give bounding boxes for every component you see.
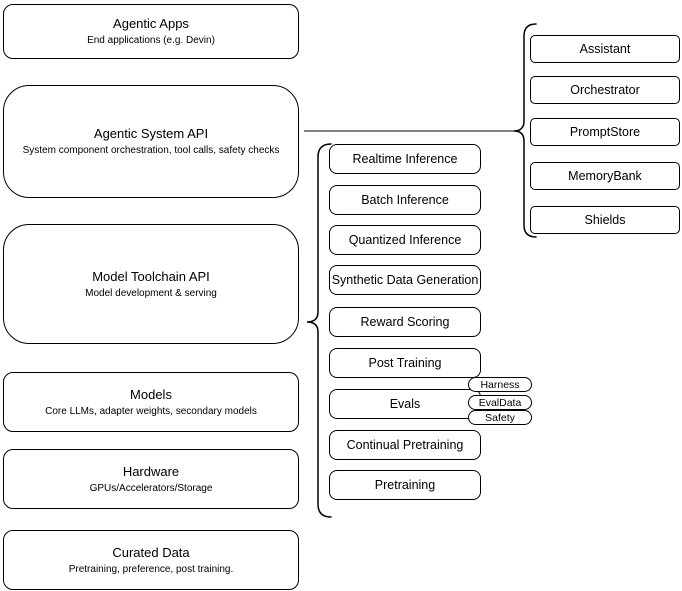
service-evals: Evals: [329, 389, 481, 419]
service-batch-inference: Batch Inference: [329, 185, 481, 215]
layer-title: Model Toolchain API: [92, 268, 210, 284]
service-label: Realtime Inference: [352, 152, 458, 166]
component-assistant: Assistant: [530, 35, 680, 63]
component-label: Assistant: [579, 42, 631, 56]
layer-subtitle: GPUs/Accelerators/Storage: [89, 482, 213, 494]
component-shields: Shields: [530, 206, 680, 234]
component-orchestrator: Orchestrator: [530, 76, 680, 104]
component-label: Shields: [584, 213, 626, 227]
service-label: Pretraining: [374, 478, 436, 492]
service-synthetic-data-generation: Synthetic Data Generation: [329, 265, 481, 295]
eval-tag-label: EvalData: [478, 396, 522, 409]
component-label: PromptStore: [569, 125, 641, 139]
service-reward-scoring: Reward Scoring: [329, 307, 481, 337]
eval-tag-label: Safety: [485, 411, 515, 424]
layer-title: Curated Data: [112, 544, 190, 560]
eval-tag-safety: Safety: [468, 410, 532, 425]
service-label: Post Training: [368, 356, 442, 370]
layer-agentic-apps: Agentic Apps End applications (e.g. Devi…: [3, 4, 299, 59]
layer-subtitle: System component orchestration, tool cal…: [22, 145, 280, 156]
service-label: Quantized Inference: [348, 233, 462, 247]
toolchain-brace: [306, 143, 332, 518]
service-label: Synthetic Data Generation: [331, 273, 479, 287]
layer-agentic-system-api: Agentic System API System component orch…: [3, 85, 299, 198]
component-label: Orchestrator: [570, 83, 640, 97]
service-label: Batch Inference: [361, 193, 449, 207]
layer-models: Models Core LLMs, adapter weights, secon…: [3, 372, 299, 432]
layer-title: Hardware: [122, 463, 180, 479]
layer-hardware: Hardware GPUs/Accelerators/Storage: [3, 449, 299, 509]
service-quantized-inference: Quantized Inference: [329, 225, 481, 255]
layer-curated-data: Curated Data Pretraining, preference, po…: [3, 530, 299, 590]
service-label: Continual Pretraining: [346, 438, 464, 452]
layer-model-toolchain-api: Model Toolchain API Model development & …: [3, 224, 299, 344]
service-continual-pretraining: Continual Pretraining: [329, 430, 481, 460]
component-label: MemoryBank: [568, 169, 642, 183]
layer-subtitle: Model development & serving: [85, 287, 217, 299]
components-brace: [513, 23, 537, 238]
layer-subtitle: End applications (e.g. Devin): [87, 35, 215, 46]
service-label: Evals: [389, 397, 421, 411]
component-promptstore: PromptStore: [530, 118, 680, 146]
eval-tag-evaldata: EvalData: [468, 395, 532, 410]
layer-subtitle: Core LLMs, adapter weights, secondary mo…: [45, 405, 257, 417]
eval-tag-label: Harness: [480, 378, 520, 391]
layer-subtitle: Pretraining, preference, post training.: [68, 563, 234, 575]
service-label: Reward Scoring: [360, 315, 450, 329]
layer-title: Models: [130, 386, 172, 402]
service-post-training: Post Training: [329, 348, 481, 378]
eval-tag-harness: Harness: [468, 377, 532, 392]
component-memorybank: MemoryBank: [530, 162, 680, 190]
service-realtime-inference: Realtime Inference: [329, 144, 481, 174]
service-pretraining: Pretraining: [329, 470, 481, 500]
layer-title: Agentic Apps: [113, 16, 189, 31]
layer-title: Agentic System API: [93, 126, 209, 141]
